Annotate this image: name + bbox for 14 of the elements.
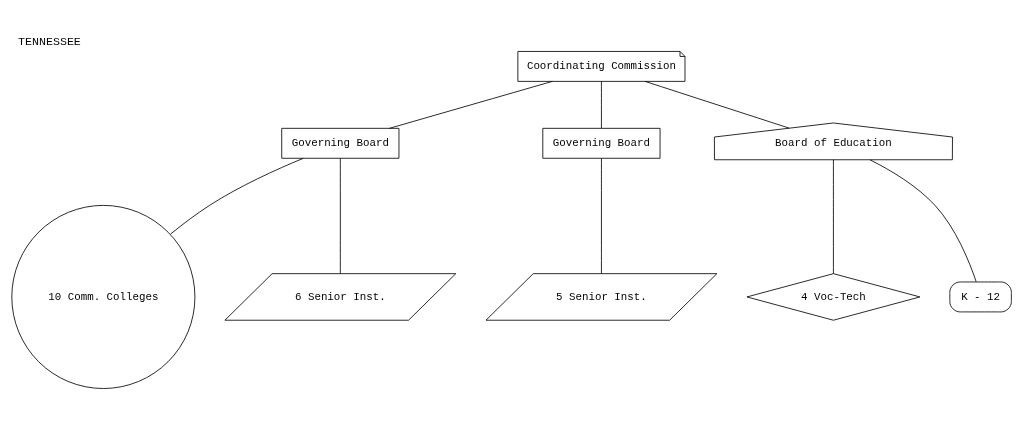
- connector: [869, 159, 977, 283]
- connector: [170, 157, 304, 235]
- connector: [601, 80, 602, 129]
- connector: [389, 80, 553, 129]
- node-box: Governing Board: [542, 127, 661, 159]
- connector: [833, 159, 834, 275]
- connector: [644, 80, 790, 129]
- connector: [601, 158, 602, 274]
- node-box: Governing Board: [281, 127, 400, 159]
- node-diamond: 4 Voc-Tech: [746, 273, 921, 321]
- node-circle: 10 Comm. Colleges: [11, 204, 196, 389]
- node-box: K - 12: [949, 281, 1012, 313]
- diagram-title: TENNESSEE: [18, 34, 81, 48]
- connector: [339, 158, 341, 274]
